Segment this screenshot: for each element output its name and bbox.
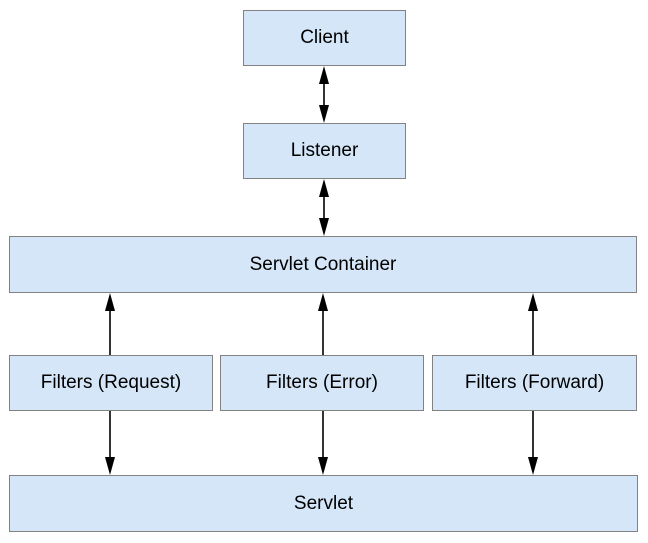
node-servlet: Servlet [9,475,638,532]
node-listener: Listener [243,123,406,179]
arrow-listener-servlet-container [319,179,329,236]
node-filters-request: Filters (Request) [9,355,213,411]
node-filters-forward: Filters (Forward) [432,355,637,411]
node-servlet-container-label: Servlet Container [249,253,397,275]
node-client: Client [243,10,406,66]
node-filters-forward-label: Filters (Forward) [464,372,605,393]
node-filters-request-label: Filters (Request) [40,372,182,393]
node-filters-error-label: Filters (Error) [266,372,378,393]
arrow-client-listener [319,66,329,123]
node-filters-error: Filters (Error) [220,355,424,411]
node-servlet-container: Servlet Container [9,236,637,293]
node-client-label: Client [300,27,349,48]
node-listener-label: Listener [290,140,359,161]
node-servlet-label: Servlet [293,492,354,514]
